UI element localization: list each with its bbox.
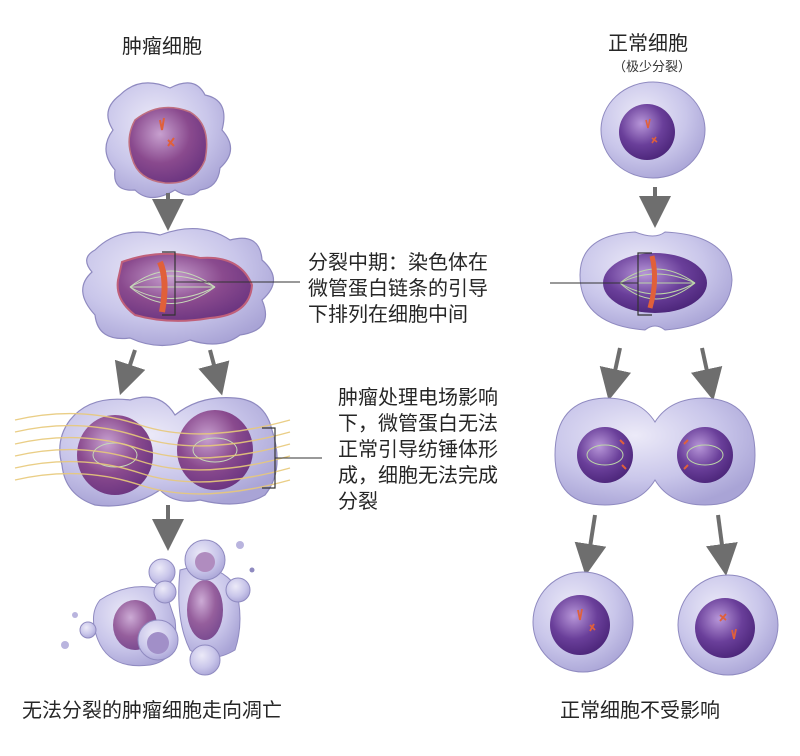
- tumor-cell-interphase: [105, 82, 232, 199]
- metaphase-note: 分裂中期：染色体在 微管蛋白链条的引导 下排列在细胞中间: [308, 250, 488, 326]
- tumor-cell-title: 肿瘤细胞: [122, 34, 202, 58]
- normal-cell-subtitle: （极少分裂）: [613, 60, 692, 75]
- tumor-outcome-caption: 无法分裂的肿瘤细胞走向凋亡: [22, 698, 282, 722]
- tumor-cells-apoptosis: [61, 539, 255, 676]
- arrow-icon: [574, 514, 607, 576]
- arrow-icon: [114, 349, 146, 396]
- chromosome-plate-icon: [647, 255, 658, 309]
- electric-field-waves: [14, 412, 291, 495]
- arrow-icon: [706, 514, 738, 576]
- tumor-cell-failed-division: [14, 396, 291, 507]
- arrow-icon: [690, 347, 723, 401]
- chromosome-icon: [159, 117, 175, 147]
- normal-cell-telophase: [554, 397, 756, 506]
- bracket-icon: [637, 252, 652, 316]
- chromosome-icon: [645, 118, 658, 144]
- normal-cell-title: 正常细胞: [608, 31, 688, 55]
- field-effect-note: 肿瘤处理电场影响 下，微管蛋白无法 正常引导纺锤体形 成，细胞无法完成 分裂: [338, 385, 498, 513]
- tumor-cell-metaphase: [82, 227, 275, 347]
- arrow-icon: [599, 347, 632, 401]
- normal-cell-interphase: [600, 81, 706, 179]
- chromosome-plate-icon: [157, 260, 168, 313]
- bracket-icon: [162, 251, 176, 316]
- normal-daughter-cell-left: [532, 571, 634, 673]
- arrow-icon: [198, 349, 230, 396]
- normal-daughter-cell-right: [677, 574, 779, 676]
- spindle-icon: [129, 270, 216, 304]
- normal-outcome-caption: 正常细胞不受影响: [560, 698, 720, 722]
- normal-cell-metaphase: [579, 231, 733, 331]
